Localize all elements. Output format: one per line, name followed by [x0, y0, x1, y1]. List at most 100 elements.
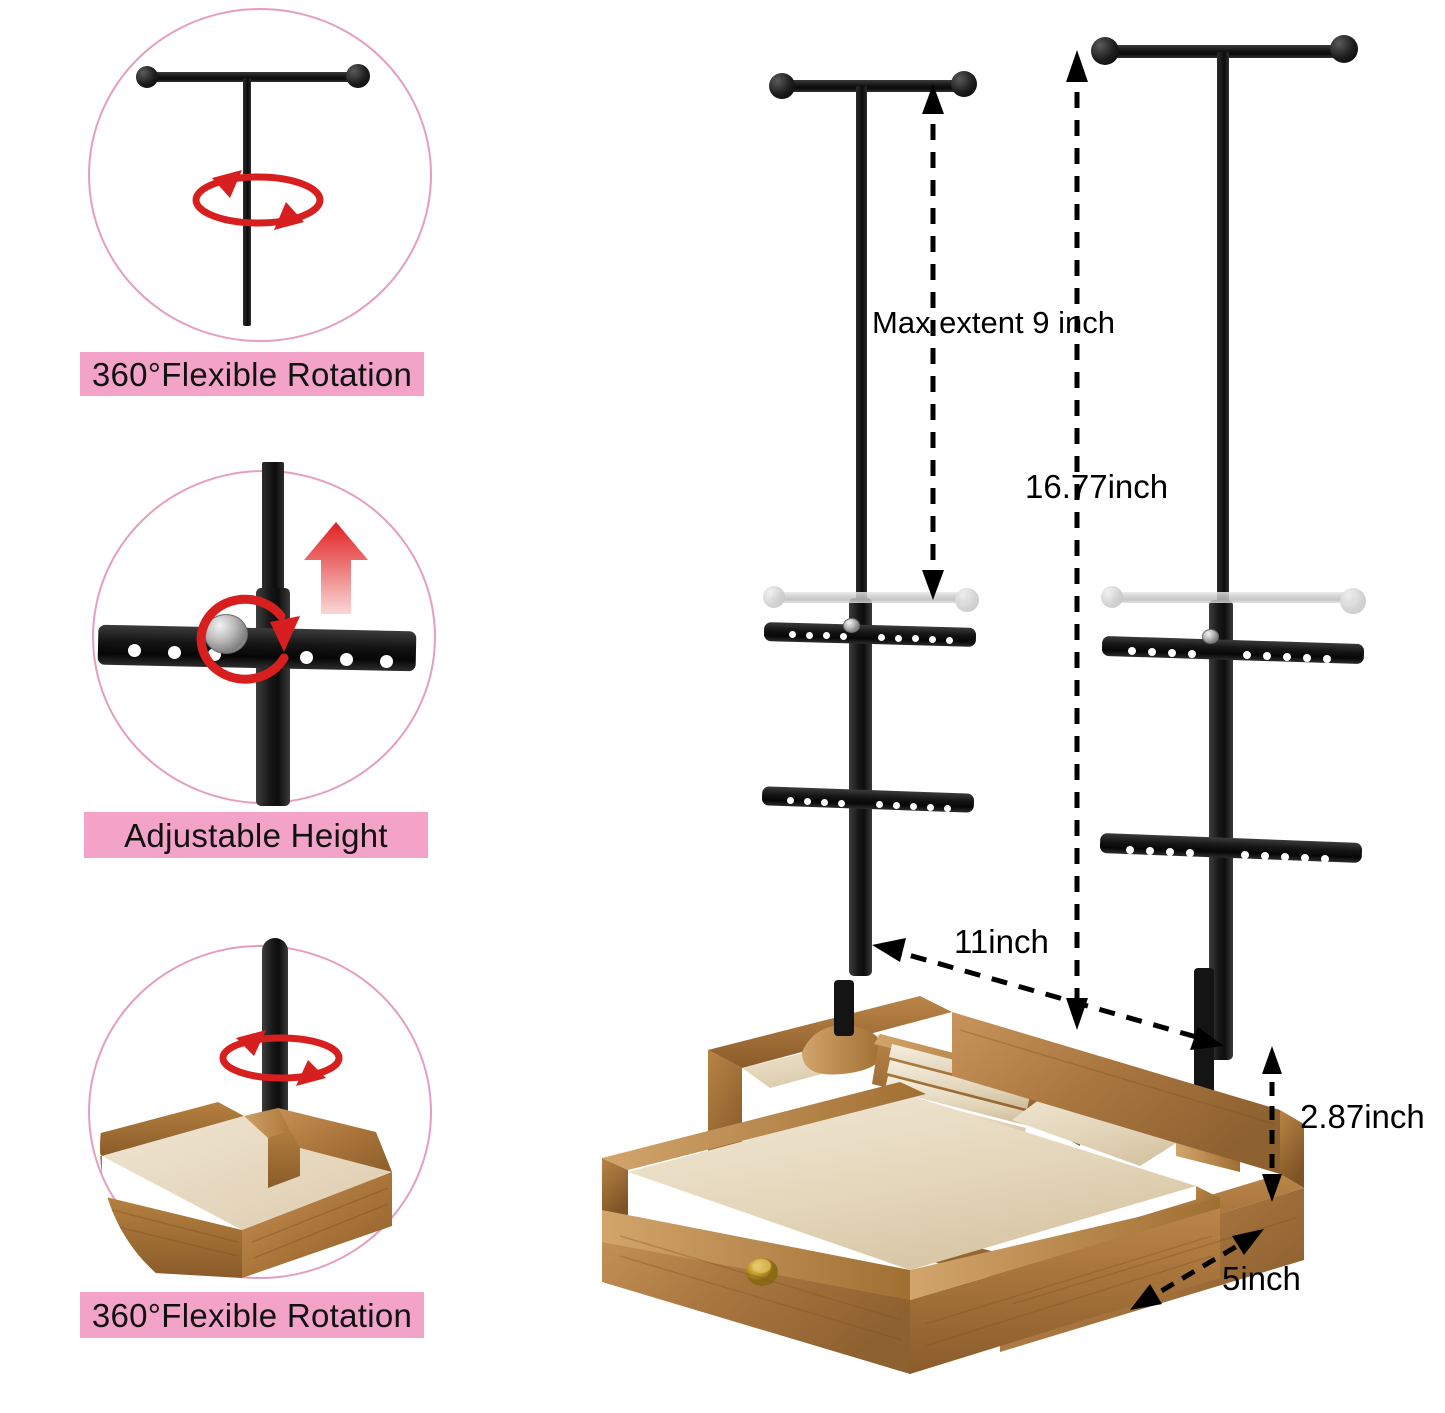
left-rod-foot [834, 980, 854, 1036]
bar-hole [1263, 652, 1271, 660]
bar-hole [804, 798, 811, 805]
tray-right-end [1280, 1110, 1304, 1188]
bar-hole [1148, 648, 1156, 656]
bar-hole [1188, 650, 1196, 658]
bar-hole [927, 804, 934, 811]
bar-hole [821, 799, 828, 806]
bar-hole [1321, 855, 1329, 863]
left-stand-ghost-ball-left [763, 586, 785, 608]
arrowhead-upper-right [1232, 1229, 1264, 1255]
arrowhead-left [872, 938, 906, 962]
wooden-base-detail [100, 1102, 392, 1278]
bar-hole [787, 797, 794, 804]
dimension-line-depth [1139, 1233, 1256, 1306]
bar-hole [895, 635, 902, 642]
drawer-back-top [602, 1082, 926, 1170]
left-stand-upper-post [856, 86, 867, 606]
drawer-right-top-edge [910, 1198, 1220, 1300]
bar-hole [1283, 653, 1291, 661]
left-stand-ghost-ball-right [955, 588, 979, 612]
feature-label-rotation-base: 360°Flexible Rotation [80, 1292, 424, 1338]
left-stand-ball-left [769, 73, 795, 99]
bar-hole [1301, 854, 1309, 862]
drawer-front-right-face [910, 1208, 1220, 1374]
drawer-front-top-edge [602, 1210, 910, 1300]
feature-label-adjustable-height: Adjustable Height [84, 812, 428, 858]
tbar-horizontal-rod [148, 72, 360, 82]
right-stand-ghost-ball-left [1101, 586, 1123, 608]
bar-hole [1281, 853, 1289, 861]
right-stand-screw-knob [1202, 629, 1219, 644]
bar-hole [944, 805, 951, 812]
bar-hole [823, 632, 830, 639]
bar-hole [1303, 654, 1311, 662]
crossbar-hole [300, 651, 313, 664]
crossbar-hole [128, 644, 141, 657]
tray-back-right-wall [952, 1012, 1280, 1174]
left-stand-ghost-bar [772, 592, 968, 603]
bar-hole [840, 633, 847, 640]
dimension-line-width [883, 945, 1215, 1045]
bar-hole [1186, 849, 1194, 857]
bar-hole [1243, 651, 1251, 659]
arrowhead-down [1262, 1174, 1282, 1202]
right-stand-ball-right [1330, 35, 1358, 63]
bar-hole [912, 635, 919, 642]
tbar-vertical-rod [243, 78, 251, 326]
rotation-arrow-icon [196, 594, 300, 684]
bar-hole [878, 634, 885, 641]
bar-hole [1126, 846, 1134, 854]
bar-hole [1168, 649, 1176, 657]
left-rod-socket-mound [802, 1025, 883, 1075]
bar-hole [1241, 851, 1249, 859]
arrowhead-up [1262, 1046, 1282, 1074]
crossbar-hole [380, 655, 393, 668]
rotation-arrow-icon [192, 170, 324, 230]
right-stand-upper-post [1217, 52, 1229, 607]
arrowhead-lower-left [1130, 1284, 1162, 1310]
bar-hole [1166, 848, 1174, 856]
drawer-felt [628, 1096, 1196, 1270]
arrowhead-right [1190, 1027, 1224, 1050]
bar-hole [893, 802, 900, 809]
bar-hole [946, 637, 953, 644]
arrowhead-up [922, 84, 944, 114]
right-stand-ball-left [1091, 37, 1119, 65]
drawer-left-end [602, 1158, 628, 1220]
left-stand-screw-knob [843, 618, 860, 633]
wooden-base-box [602, 968, 1304, 1374]
up-arrow-icon [304, 522, 368, 614]
left-stand-tbar [786, 80, 964, 92]
bar-hole [1261, 852, 1269, 860]
dimension-label-max-extent: Max extent 9 inch [872, 305, 1115, 340]
crossbar-hole [168, 646, 181, 659]
right-stand-tbar [1110, 45, 1342, 58]
tbar-end-ball-right [346, 64, 370, 88]
bar-hole [929, 636, 936, 643]
bar-hole [838, 800, 845, 807]
bar-hole [876, 801, 883, 808]
post-upper-segment [262, 462, 284, 594]
bar-hole [806, 632, 813, 639]
arrowhead-up [1066, 50, 1088, 82]
bar-hole [1128, 647, 1136, 655]
tbar-end-ball-left [136, 66, 158, 88]
bar-hole [910, 803, 917, 810]
crossbar-hole [340, 653, 353, 666]
bar-hole [789, 631, 796, 638]
right-stand-ghost-ball-right [1340, 588, 1366, 614]
dimension-label-total-height: 16.77inch [1025, 468, 1169, 505]
feature-label-rotation-top: 360°Flexible Rotation [80, 352, 424, 396]
bar-hole [1323, 655, 1331, 663]
right-stand-ghost-bar [1112, 592, 1354, 603]
left-stand-ball-right [951, 71, 977, 97]
dimension-label-depth: 5inch [1222, 1260, 1301, 1297]
arrowhead-down [922, 570, 944, 600]
dimension-label-box-height: 2.87inch [1300, 1098, 1425, 1135]
drawer-knob-highlight [753, 1259, 771, 1273]
left-stand-lower-post [849, 598, 872, 976]
wood-grain [619, 1029, 1297, 1347]
bar-hole [1146, 847, 1154, 855]
